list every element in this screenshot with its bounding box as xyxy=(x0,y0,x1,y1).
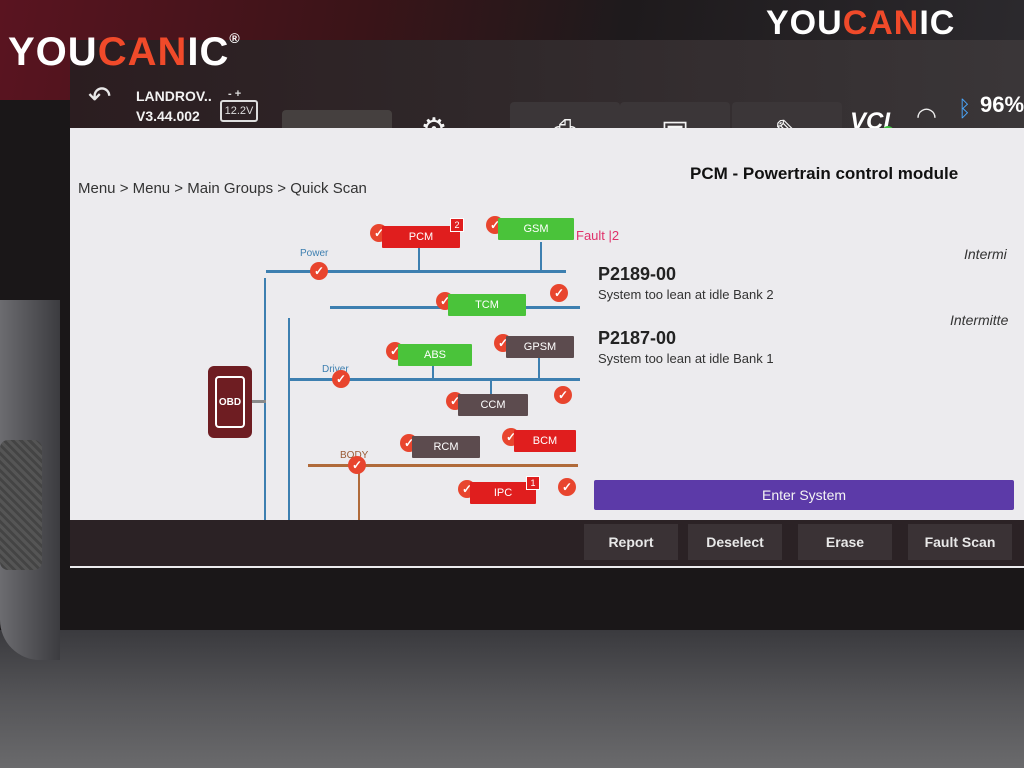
node-link xyxy=(358,464,360,524)
node-link xyxy=(432,360,434,378)
node-link xyxy=(490,380,492,396)
dtc-status: Intermi xyxy=(964,246,1007,262)
check-icon: ✓ xyxy=(332,370,350,388)
bottom-action-bar: Report Deselect Erase Fault Scan xyxy=(70,520,1024,566)
module-title: PCM - Powertrain control module xyxy=(690,164,959,183)
module-label: CCM xyxy=(480,399,506,411)
check-icon: ✓ xyxy=(348,456,366,474)
module-node-pcm[interactable]: PCM xyxy=(382,226,460,248)
obd-link xyxy=(252,400,266,403)
module-node-tcm[interactable]: TCM xyxy=(448,294,526,316)
main-screen: Menu > Menu > Main Groups > Quick Scan P… xyxy=(70,128,1024,568)
youcanic-watermark: YOUCANIC xyxy=(766,4,955,43)
logo-text: YOU xyxy=(766,4,843,42)
trunk-line xyxy=(264,278,266,528)
erase-button[interactable]: Erase xyxy=(798,524,892,560)
dtc-status: Intermitte xyxy=(950,312,1009,328)
dtc-code: P2187-00 xyxy=(598,328,677,348)
dtc-description: System too lean at idle Bank 1 xyxy=(598,351,774,366)
logo-text-accent: CAN xyxy=(842,4,920,42)
module-node-ccm[interactable]: CCM xyxy=(458,394,528,416)
dtc-item[interactable]: P2187-00 System too lean at idle Bank 1 xyxy=(598,328,774,366)
group-label-driver: Driver xyxy=(322,364,349,375)
module-label: IPC xyxy=(493,487,513,499)
check-icon: ✓ xyxy=(310,262,328,280)
module-label: RCM xyxy=(433,441,459,453)
network-topology: Power ✓ ✓ PCM 2 ✓ GSM ✓ TCM ✓ Driver ✓ ✓… xyxy=(70,198,580,528)
node-link xyxy=(418,246,420,270)
dtc-description: System too lean at idle Bank 2 xyxy=(598,287,774,302)
youcanic-logo: YOUCANIC® xyxy=(8,30,241,75)
node-link xyxy=(540,242,542,270)
battery-percent: 96% xyxy=(980,92,1024,117)
bus-line-body xyxy=(308,464,578,467)
module-label: TCM xyxy=(475,299,499,311)
obd-connector-icon: OBD xyxy=(208,366,252,438)
report-button[interactable]: Report xyxy=(584,524,678,560)
module-node-rcm[interactable]: RCM xyxy=(412,436,480,458)
module-label: GSM xyxy=(523,223,549,235)
group-label-power: Power xyxy=(300,248,329,259)
module-node-gpsm[interactable]: GPSM xyxy=(506,336,574,358)
battery-terminals: - + xyxy=(228,88,242,100)
bus-line-driver xyxy=(290,378,580,381)
module-label: ABS xyxy=(423,349,446,361)
dtc-code: P2189-00 xyxy=(598,264,677,284)
node-link xyxy=(538,356,540,378)
deselect-button[interactable]: Deselect xyxy=(688,524,782,560)
registered-mark: ® xyxy=(229,30,241,46)
logo-text: YOU xyxy=(8,30,98,74)
group-label-body: BODY xyxy=(340,450,368,461)
breadcrumb: Menu > Menu > Main Groups > Quick Scan xyxy=(78,180,367,197)
battery-voltage: 12.2V xyxy=(220,100,258,122)
trunk-line xyxy=(288,318,290,528)
logo-text: IC xyxy=(919,4,956,42)
logo-text-accent: CAN xyxy=(97,30,188,74)
module-label: GPSM xyxy=(523,341,557,353)
module-node-ipc[interactable]: IPC xyxy=(470,482,536,504)
check-icon: ✓ xyxy=(554,386,572,404)
vehicle-name: LANDROV.. xyxy=(136,88,212,104)
check-icon: ✓ xyxy=(550,284,568,302)
wifi-icon: ◠ xyxy=(916,103,937,130)
module-label: PCM xyxy=(408,231,434,243)
module-node-bcm[interactable]: BCM xyxy=(514,430,576,452)
vehicle-info: LANDROV.. V3.44.002 xyxy=(136,86,212,126)
bus-line-power xyxy=(266,270,566,273)
module-node-gsm[interactable]: GSM xyxy=(498,218,574,240)
fault-scan-button[interactable]: Fault Scan xyxy=(908,524,1012,560)
check-icon: ✓ xyxy=(558,478,576,496)
fault-badge: 2 xyxy=(450,218,464,232)
photo-background-bottom xyxy=(0,630,1024,768)
back-arrow-icon[interactable]: ↶ xyxy=(88,81,112,112)
fault-badge: 1 xyxy=(526,476,540,490)
module-node-abs[interactable]: ABS xyxy=(398,344,472,366)
obd-label: OBD xyxy=(215,376,245,428)
dtc-item[interactable]: P2189-00 System too lean at idle Bank 2 xyxy=(598,264,774,302)
software-version: V3.44.002 xyxy=(136,108,200,124)
enter-system-button[interactable]: Enter System xyxy=(594,480,1014,510)
bluetooth-icon: ᛒ xyxy=(958,96,972,121)
tablet-grip xyxy=(0,440,42,570)
logo-text: IC xyxy=(187,30,230,74)
module-label: BCM xyxy=(532,435,558,447)
fault-count: Fault |2 xyxy=(576,228,620,243)
